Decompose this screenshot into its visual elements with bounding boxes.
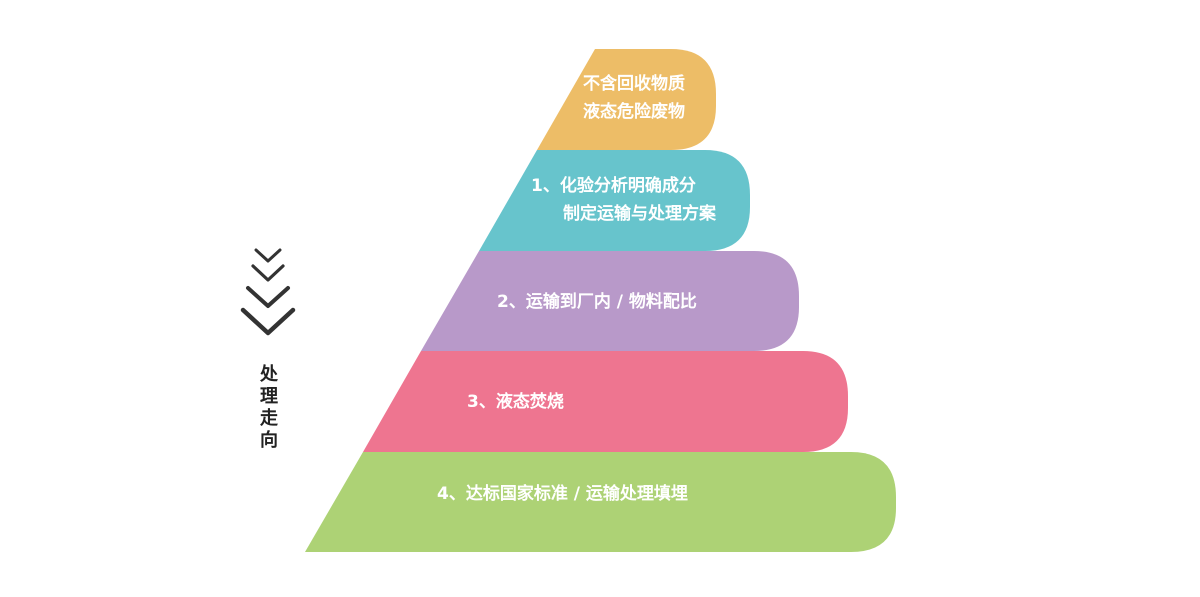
layer-top-line-2: 液态危险废物 (583, 102, 685, 122)
layer-1-shape (479, 150, 750, 251)
layer-1-line-2: 制定运输与处理方案 (563, 204, 716, 224)
direction-char-3: 走 (260, 408, 278, 429)
layer-4-text: 4、达标国家标准 / 运输处理填埋 (437, 480, 688, 508)
layer-top-text: 不含回收物质 液态危险废物 (583, 70, 685, 126)
layer-1-line-1: 1、化验分析明确成分 (531, 176, 696, 196)
layer-2-line-1: 2、运输到厂内 / 物料配比 (497, 292, 697, 312)
layer-1-text: 1、化验分析明确成分 制定运输与处理方案 (531, 172, 716, 228)
layer-3-line-1: 3、液态焚烧 (467, 392, 564, 412)
direction-label: 处 理 走 向 (258, 364, 280, 452)
layer-3-shape (363, 351, 848, 452)
layer-top-line-1: 不含回收物质 (583, 74, 685, 94)
layer-2-text: 2、运输到厂内 / 物料配比 (497, 288, 697, 316)
layer-4-line-1: 4、达标国家标准 / 运输处理填埋 (437, 484, 688, 504)
direction-char-4: 向 (260, 430, 278, 451)
direction-char-2: 理 (260, 386, 278, 407)
layer-top-shape (537, 49, 716, 150)
layer-4-shape (305, 452, 896, 552)
chevron-down-icon (240, 248, 296, 336)
direction-char-1: 处 (260, 364, 278, 385)
layer-2-shape (421, 251, 799, 351)
layer-3-text: 3、液态焚烧 (467, 388, 564, 416)
